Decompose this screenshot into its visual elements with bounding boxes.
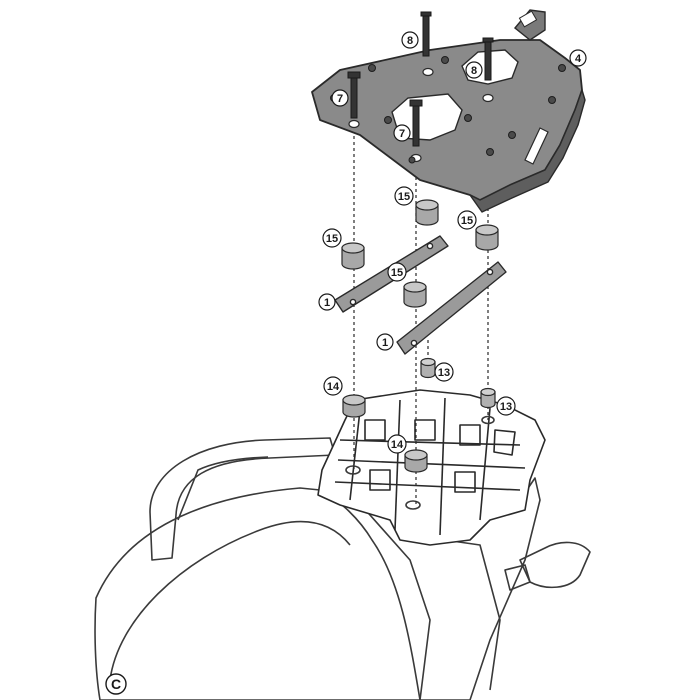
motorcycle-rear — [94, 389, 591, 700]
spacer-14-a — [342, 394, 366, 418]
callout-15-a: 15 — [322, 228, 342, 248]
spacer-14-b — [404, 449, 428, 473]
callout-15-c: 15 — [457, 210, 477, 230]
svg-text:15: 15 — [326, 233, 338, 245]
svg-text:13: 13 — [438, 367, 450, 379]
seat — [94, 487, 421, 700]
tail-edge — [444, 539, 501, 691]
callout-14-a: 14 — [323, 376, 343, 396]
callout-1-lower: 1 — [376, 333, 394, 351]
turn-signal-stalk — [504, 564, 531, 591]
tail-rack — [317, 389, 546, 546]
svg-text:1: 1 — [382, 337, 388, 349]
callout-13-b: 13 — [496, 396, 516, 416]
spacer-15-b — [415, 199, 439, 226]
callouts: 8 8 4 7 7 15 15 15 — [318, 31, 587, 454]
callout-8-right: 8 — [465, 61, 483, 79]
svg-text:8: 8 — [471, 65, 477, 77]
svg-text:15: 15 — [398, 191, 410, 203]
bolt-7-left — [347, 71, 361, 119]
rack-mount-hole-left — [345, 465, 361, 475]
bolt-7-center — [409, 99, 423, 147]
spacer-13-b — [480, 387, 496, 409]
svg-text:8: 8 — [407, 35, 413, 47]
bolt-8-left — [420, 11, 432, 57]
callout-7-center: 7 — [393, 124, 411, 142]
rack-mount-hole-center — [405, 500, 421, 510]
callout-8-left: 8 — [401, 31, 419, 49]
spacer-15-c — [475, 224, 499, 251]
svg-text:7: 7 — [399, 128, 405, 140]
rack-mount-hole-back — [481, 415, 495, 425]
seat-inner-line — [109, 520, 351, 681]
spacer-15-d — [403, 281, 427, 308]
turn-signal — [519, 541, 591, 589]
callout-13-a: 13 — [434, 362, 454, 382]
svg-text:4: 4 — [575, 53, 582, 65]
callout-7-left: 7 — [331, 89, 349, 107]
callout-15-d: 15 — [387, 262, 407, 282]
spacer-15-a — [341, 242, 365, 270]
grab-rail-inner — [177, 456, 269, 521]
svg-text:7: 7 — [337, 93, 343, 105]
callout-14-b: 14 — [387, 434, 407, 454]
callout-4: 4 — [569, 49, 587, 67]
plate-slot — [524, 127, 549, 165]
corner-label-c: C — [105, 673, 127, 695]
svg-text:14: 14 — [391, 439, 404, 451]
callout-1-upper: 1 — [318, 293, 336, 311]
mounting-plate — [311, 9, 586, 213]
grab-rail — [149, 437, 336, 561]
svg-text:15: 15 — [461, 215, 473, 227]
svg-text:14: 14 — [327, 381, 340, 393]
bolt-8-right — [482, 37, 494, 81]
callout-15-b: 15 — [394, 186, 414, 206]
bolts — [347, 11, 494, 147]
svg-text:C: C — [111, 676, 121, 692]
svg-text:13: 13 — [500, 401, 512, 413]
spacers — [341, 199, 499, 473]
strip-1-lower — [396, 261, 507, 355]
spacer-13-a — [420, 357, 436, 379]
svg-text:1: 1 — [324, 297, 330, 309]
svg-text:15: 15 — [391, 267, 403, 279]
